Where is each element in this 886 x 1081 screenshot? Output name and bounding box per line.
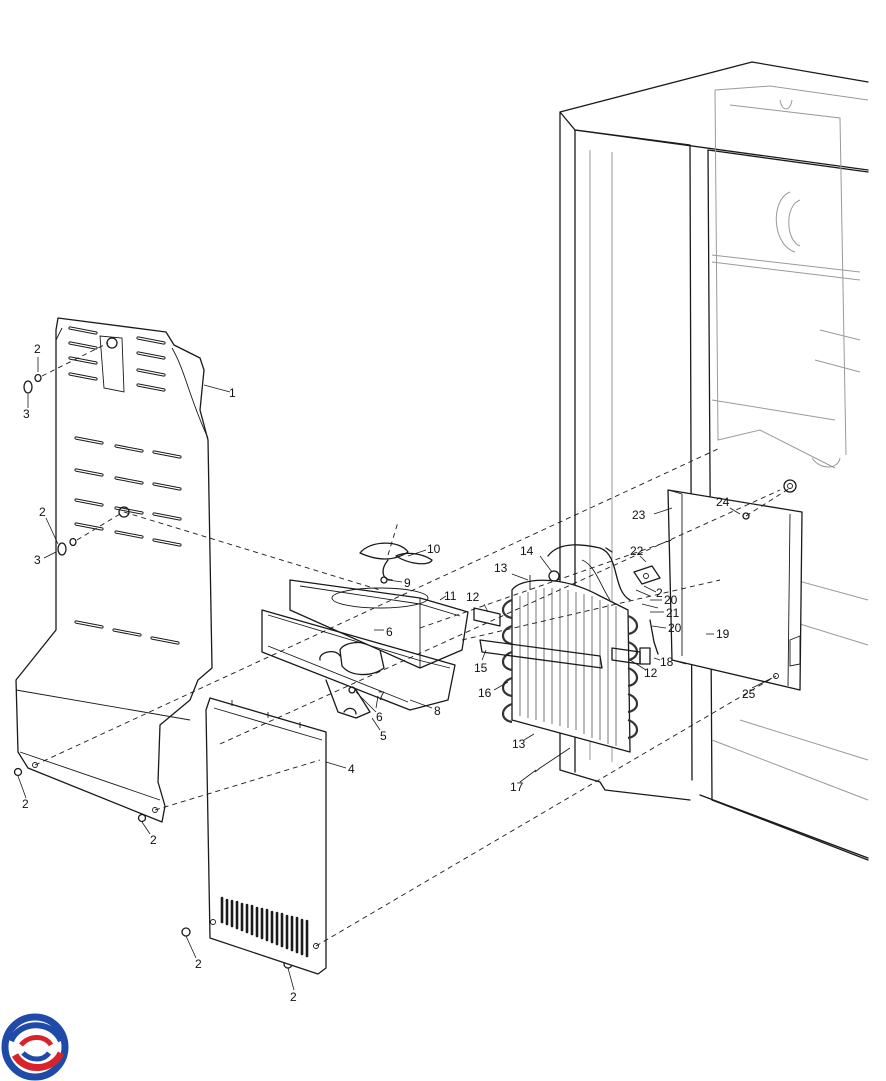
callout-13b: 13 [512, 737, 526, 751]
callout-5: 5 [380, 729, 387, 743]
evaporator-rear-cover [667, 479, 803, 691]
callout-7: 7 [378, 689, 385, 703]
callout-22: 22 [630, 544, 644, 558]
evaporator-fins [519, 588, 617, 746]
callout-labels: 1 2 3 2 3 2 2 4 2 2 5 6 6 7 8 9 10 11 12… [22, 342, 756, 1004]
callout-3a: 3 [23, 407, 30, 421]
callout-16: 16 [478, 686, 492, 700]
callout-leaders [17, 357, 773, 991]
callout-15: 15 [474, 661, 488, 675]
callout-14: 14 [520, 544, 534, 558]
refrigerator-cabinet [559, 61, 869, 861]
rear-evaporator-cover [15, 317, 213, 823]
vent-slots [68, 326, 182, 645]
callout-20b: 20 [668, 621, 682, 635]
callout-10: 10 [427, 542, 441, 556]
lower-access-panel [205, 697, 327, 975]
callout-12a: 12 [466, 590, 480, 604]
grille-slots [220, 896, 309, 958]
callout-2a: 2 [34, 342, 41, 356]
callout-2c: 2 [22, 797, 29, 811]
callout-25: 25 [742, 687, 756, 701]
callout-24: 24 [716, 495, 730, 509]
callout-4: 4 [348, 762, 355, 776]
callout-9: 9 [404, 576, 411, 590]
callout-6b: 6 [386, 625, 393, 639]
callout-23: 23 [632, 508, 646, 522]
callout-1: 1 [229, 386, 236, 400]
callout-19: 19 [716, 627, 730, 641]
alignment-lines [34, 447, 791, 947]
callout-17: 17 [510, 780, 524, 794]
callout-11: 11 [444, 589, 457, 603]
callout-2f: 2 [290, 990, 297, 1004]
callout-8: 8 [434, 704, 441, 718]
callout-12b: 12 [644, 666, 658, 680]
callout-21: 21 [666, 606, 680, 620]
callout-2e: 2 [195, 957, 202, 971]
callout-2b: 2 [39, 505, 46, 519]
fan-shroud [261, 579, 469, 711]
evaporator-coil [473, 544, 641, 773]
callout-6a: 6 [376, 710, 383, 724]
callout-3b: 3 [34, 553, 41, 567]
callout-20a: 20 [664, 593, 678, 607]
callout-2d: 2 [150, 833, 157, 847]
callout-2g: 2 [656, 586, 663, 600]
brand-logo-icon [1, 1013, 69, 1081]
callout-18: 18 [660, 655, 674, 669]
callout-13a: 13 [494, 561, 508, 575]
